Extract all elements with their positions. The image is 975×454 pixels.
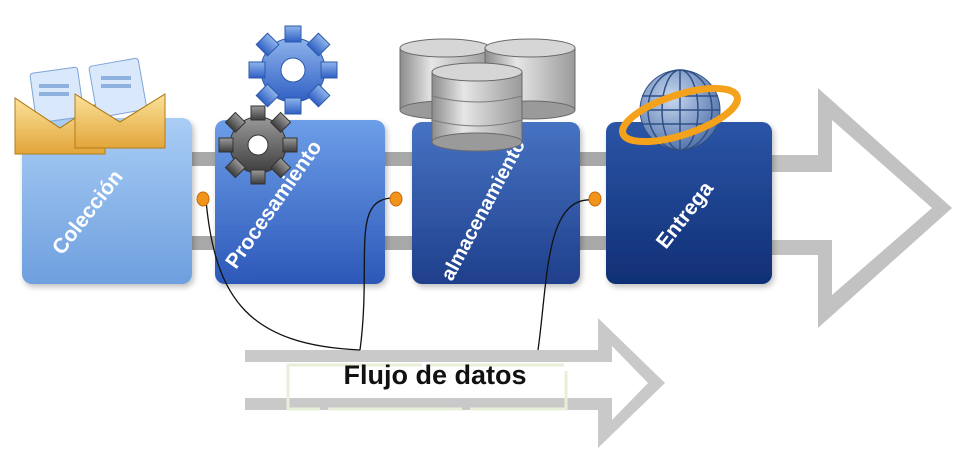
database-stack-icon bbox=[399, 38, 576, 152]
stage-box-almacenamiento bbox=[412, 122, 580, 284]
port-wires bbox=[205, 197, 595, 351]
envelope-documents-icon bbox=[14, 57, 166, 155]
flow-label: Flujo de datos bbox=[343, 360, 527, 390]
stage-ports bbox=[196, 191, 602, 207]
gears-icon bbox=[218, 25, 338, 185]
globe-icon bbox=[619, 69, 741, 151]
flow-arrow bbox=[245, 318, 665, 448]
main-flow-arrow bbox=[770, 88, 952, 328]
stage-box-coleccion bbox=[22, 118, 192, 284]
stage-box-entrega bbox=[606, 122, 772, 284]
stage-connectors bbox=[190, 152, 608, 250]
